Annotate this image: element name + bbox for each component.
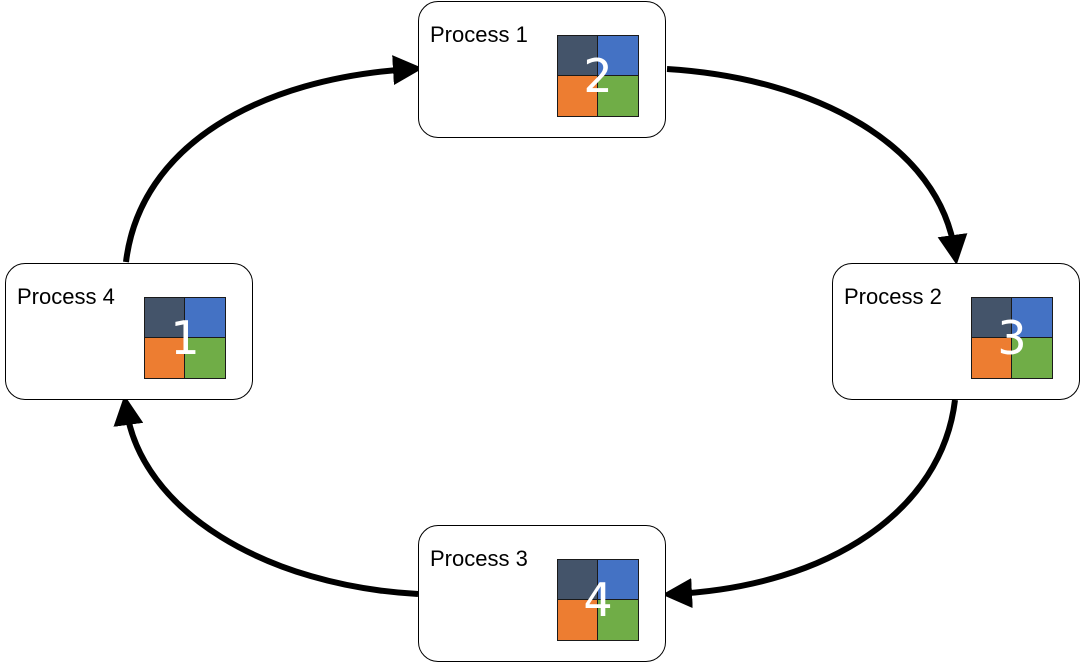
tile-quadrant-top-left <box>145 298 185 338</box>
process-2-label: Process 2 <box>844 284 942 309</box>
tile-quadrant-top-right <box>185 298 225 338</box>
process-1-tile: 2 <box>557 35 639 117</box>
process-3-label: Process 3 <box>430 546 528 571</box>
arrow-process3-to-process4 <box>113 395 419 597</box>
tile-quadrant-top-left <box>558 560 598 600</box>
tile-quadrant-top-right <box>598 560 638 600</box>
tile-quadrant-bottom-left <box>145 338 185 378</box>
process-1-label: Process 1 <box>430 22 528 47</box>
process-3-node[interactable]: Process 3 4 <box>418 525 666 662</box>
process-4-tile: 1 <box>144 297 226 379</box>
tile-quadrant-bottom-left <box>972 338 1012 378</box>
process-2-number: 3 <box>997 311 1027 365</box>
arrow-process2-to-process3 <box>662 399 958 609</box>
process-4-node[interactable]: Process 4 1 <box>5 263 253 400</box>
tile-quadrant-bottom-right <box>1012 338 1052 378</box>
process-3-tile: 4 <box>557 559 639 641</box>
tile-quadrant-top-left <box>972 298 1012 338</box>
process-4-number: 1 <box>170 311 200 365</box>
arrow-process1-to-process2 <box>666 66 968 265</box>
tile-quadrant-bottom-right <box>598 76 638 116</box>
process-3-number: 4 <box>583 573 613 627</box>
tile-quadrant-top-right <box>1012 298 1052 338</box>
process-2-tile: 3 <box>971 297 1053 379</box>
process-4-label: Process 4 <box>17 284 115 309</box>
tile-quadrant-bottom-left <box>558 76 598 116</box>
process-1-number: 2 <box>583 49 613 103</box>
tile-quadrant-top-left <box>558 36 598 76</box>
tile-quadrant-top-right <box>598 36 638 76</box>
arrow-process4-to-process1 <box>123 55 423 263</box>
process-2-node[interactable]: Process 2 3 <box>832 263 1080 400</box>
tile-quadrant-bottom-right <box>598 600 638 640</box>
process-1-node[interactable]: Process 1 2 <box>418 1 666 138</box>
tile-quadrant-bottom-right <box>185 338 225 378</box>
tile-quadrant-bottom-left <box>558 600 598 640</box>
